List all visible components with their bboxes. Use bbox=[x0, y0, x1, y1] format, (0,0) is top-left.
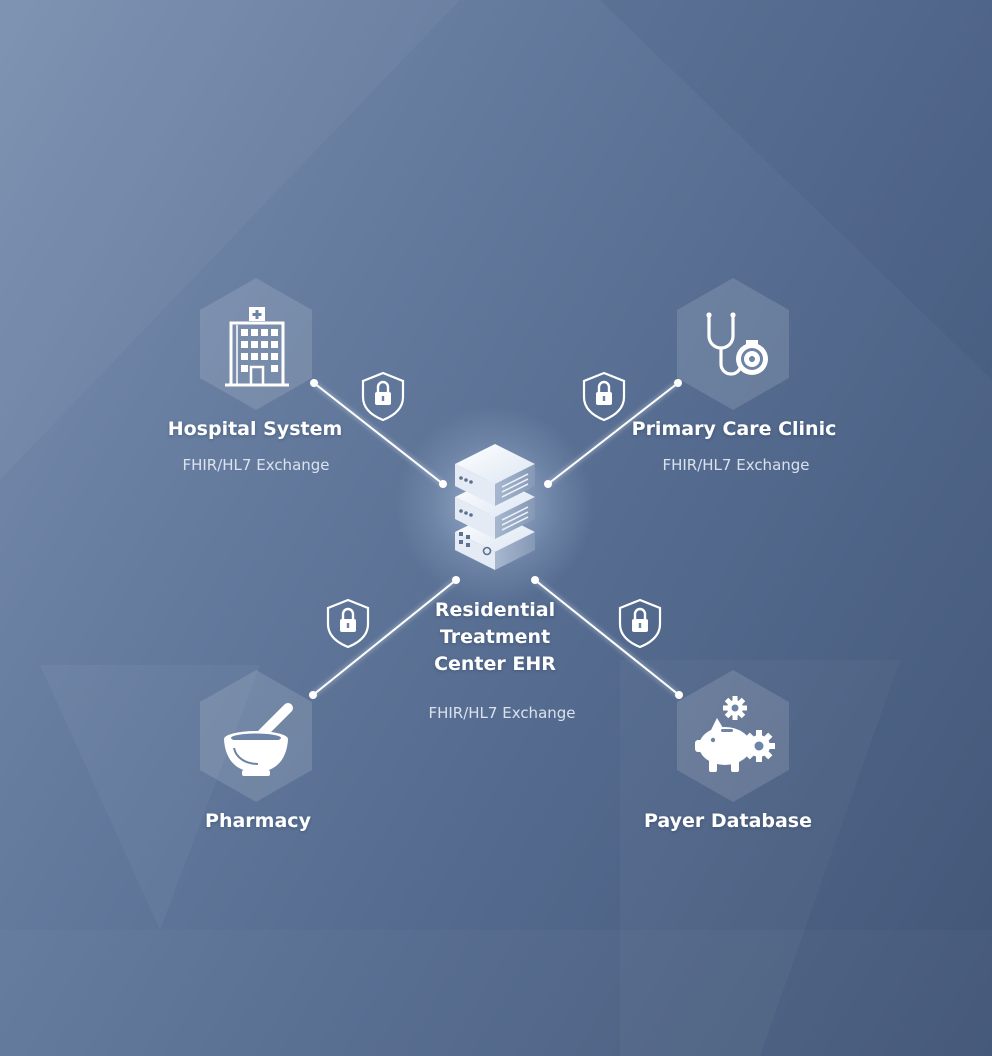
server-stack-icon bbox=[455, 444, 535, 570]
payer-title: Payer Database bbox=[643, 810, 813, 832]
link-hospital bbox=[310, 379, 447, 488]
padlock-shield-icon bbox=[326, 598, 370, 649]
piggy-bank-gears-icon bbox=[695, 696, 775, 772]
stethoscope-icon bbox=[706, 312, 768, 376]
hospital-building-icon bbox=[225, 307, 289, 387]
center-title: Residential Treatment Center EHR bbox=[385, 597, 605, 678]
padlock-shield-icon bbox=[618, 598, 662, 649]
clinic-title: Primary Care Clinic bbox=[631, 418, 837, 440]
clinic-exchange-label: FHIR/HL7 Exchange bbox=[662, 456, 810, 474]
hexagon-clinic bbox=[677, 278, 789, 410]
link-pharmacy bbox=[309, 576, 460, 699]
padlock-shield-icon bbox=[582, 371, 626, 422]
hospital-exchange-label: FHIR/HL7 Exchange bbox=[182, 456, 330, 474]
pharmacy-title: Pharmacy bbox=[205, 810, 311, 832]
center-title-line: Treatment bbox=[439, 626, 551, 648]
mortar-pestle-icon bbox=[224, 703, 293, 776]
center-title-line: Residential bbox=[434, 599, 556, 621]
center-exchange-label: FHIR/HL7 Exchange bbox=[428, 704, 576, 722]
link-clinic bbox=[544, 379, 682, 488]
center-title-line: Center EHR bbox=[434, 653, 556, 675]
hospital-title: Hospital System bbox=[167, 418, 343, 440]
padlock-shield-icon bbox=[361, 371, 405, 422]
link-payer bbox=[531, 576, 683, 699]
